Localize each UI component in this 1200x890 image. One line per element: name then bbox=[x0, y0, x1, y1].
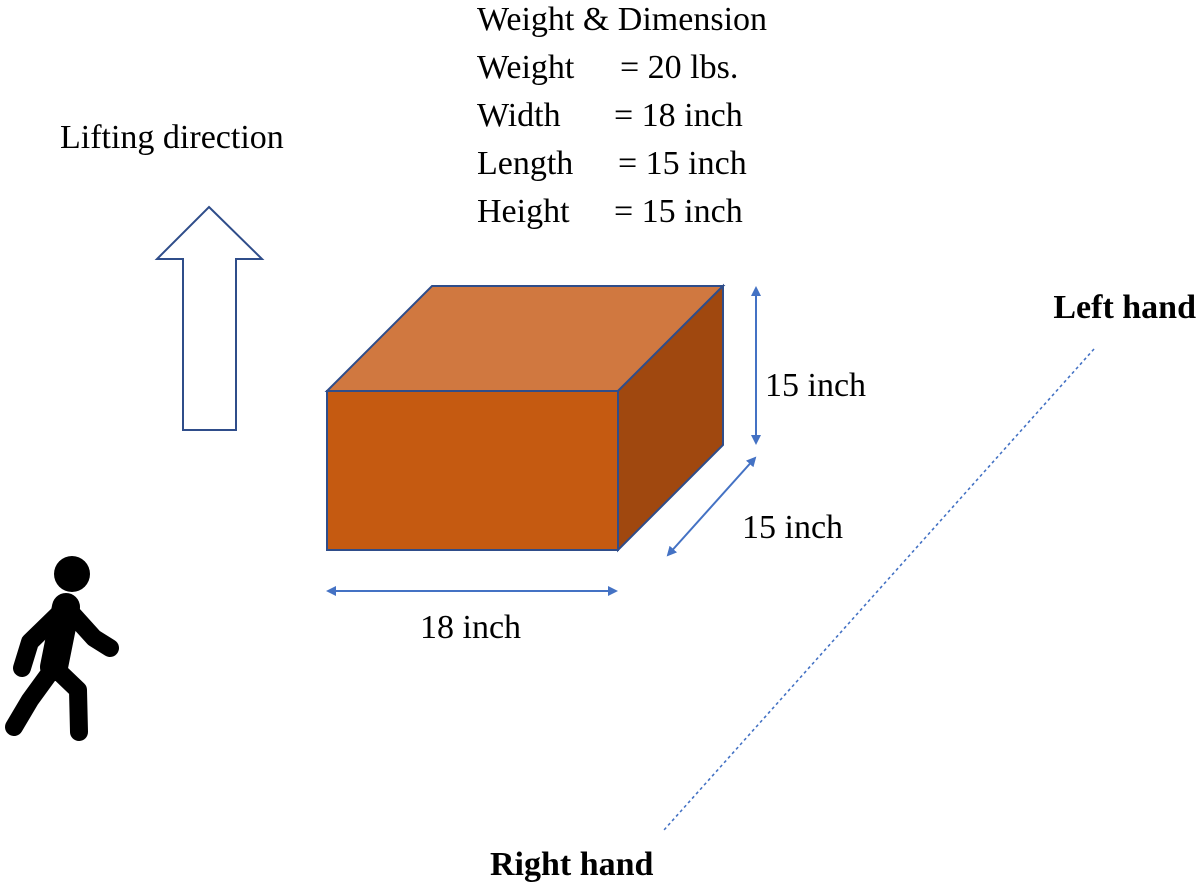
lifting-arrow-up-icon bbox=[154, 205, 265, 431]
depth-dimension-arrow bbox=[666, 456, 757, 557]
hand-line bbox=[663, 348, 1095, 831]
spec-width-label: Width bbox=[477, 97, 561, 134]
spec-weight-value: = 20 lbs. bbox=[620, 49, 738, 86]
box-front-face bbox=[326, 390, 619, 551]
spec-block: Weight & Dimension Weight = 20 lbs. Widt… bbox=[477, 1, 767, 230]
width-dimension-label: 18 inch bbox=[420, 609, 521, 646]
walking-person-icon bbox=[5, 556, 119, 741]
box bbox=[324, 283, 726, 553]
spec-length-label: Length bbox=[477, 145, 573, 182]
spec-heading: Weight & Dimension bbox=[477, 1, 767, 38]
spec-weight-label: Weight bbox=[477, 49, 575, 86]
spec-height-value: = 15 inch bbox=[614, 193, 743, 230]
right-hand-label: Right hand bbox=[490, 846, 654, 883]
left-hand-label: Left hand bbox=[1053, 289, 1196, 326]
spec-height-label: Height bbox=[477, 193, 570, 230]
spec-length-value: = 15 inch bbox=[618, 145, 747, 182]
lifting-direction-label: Lifting direction bbox=[60, 119, 284, 156]
height-dimension-label: 15 inch bbox=[765, 367, 866, 404]
depth-dimension-label: 15 inch bbox=[742, 509, 843, 546]
spec-width-value: = 18 inch bbox=[614, 97, 743, 134]
